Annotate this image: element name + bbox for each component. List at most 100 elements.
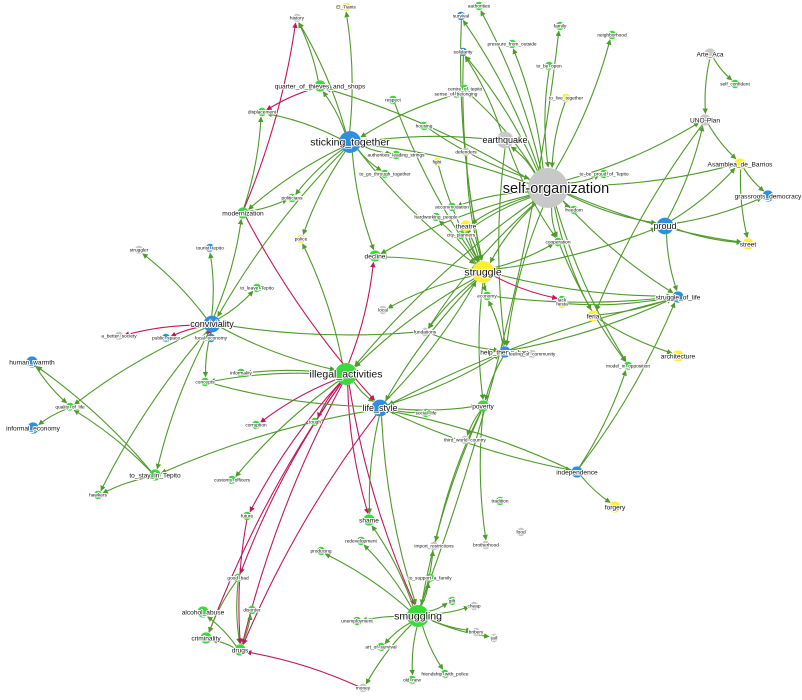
node-cooperation[interactable] [553, 237, 563, 247]
node-asamblea_de_barrios[interactable] [734, 158, 746, 170]
node-self_confident[interactable] [730, 79, 740, 89]
node-money[interactable] [358, 683, 368, 693]
node-architecture[interactable] [672, 350, 684, 362]
node-respect[interactable] [388, 95, 398, 105]
node-bribery[interactable] [471, 627, 481, 637]
node-history[interactable] [292, 13, 302, 23]
node-to_leave_tepito[interactable] [252, 283, 262, 293]
node-import_restrictions[interactable] [429, 541, 439, 551]
node-good_bad[interactable] [233, 573, 243, 583]
node-a_better_society[interactable] [114, 331, 124, 341]
node-tourist_tepito[interactable] [205, 243, 215, 253]
node-decline[interactable] [369, 250, 381, 262]
node-disorder[interactable] [247, 605, 257, 615]
node-hawkers[interactable] [93, 490, 103, 500]
node-unemployment[interactable] [352, 616, 362, 626]
node-freedom[interactable] [569, 205, 579, 215]
node-help_themselves[interactable] [499, 346, 511, 358]
node-politicians[interactable] [287, 193, 297, 203]
node-public_space[interactable] [161, 333, 171, 343]
node-centre_of_tepito[interactable] [460, 84, 470, 94]
node-solidarity[interactable] [458, 47, 468, 57]
node-city_planners[interactable] [456, 230, 466, 240]
node-conviviality[interactable] [203, 315, 221, 333]
node-struggler[interactable] [134, 245, 144, 255]
node-informality[interactable] [236, 368, 246, 378]
node-sense_of_belonging[interactable] [451, 89, 461, 99]
node-to_support_a_family[interactable] [425, 573, 435, 583]
node-producing[interactable] [316, 546, 326, 556]
node-social_life[interactable] [421, 408, 431, 418]
node-family[interactable] [555, 21, 565, 31]
node-friendship_with_police[interactable] [440, 669, 450, 679]
node-life_style[interactable] [371, 399, 389, 417]
node-housing[interactable] [419, 121, 429, 131]
node-arte_aca[interactable] [704, 48, 716, 60]
node-modernization[interactable] [237, 207, 249, 219]
node-old_new[interactable] [407, 675, 417, 685]
node-defenders[interactable] [461, 147, 471, 157]
node-illegal_activities[interactable] [335, 363, 357, 385]
node-economy[interactable] [482, 291, 492, 301]
node-tradition[interactable] [495, 496, 505, 506]
node-authorities[interactable] [474, 1, 484, 11]
node-earthquake[interactable] [496, 131, 514, 149]
node-to_go_through_together[interactable] [380, 169, 390, 179]
node-El_Tianis[interactable] [341, 2, 351, 12]
node-theatre[interactable] [460, 220, 472, 232]
node-to_live_together[interactable] [561, 93, 571, 103]
node-to_be_open[interactable] [544, 61, 554, 71]
node-gift[interactable] [447, 596, 457, 606]
node-authorities_leading_strings[interactable] [391, 150, 401, 160]
node-proud[interactable] [656, 217, 674, 235]
node-survival[interactable] [456, 11, 466, 21]
node-to_be_proud_of_tepito[interactable] [599, 169, 609, 179]
node-corruption[interactable] [251, 420, 261, 430]
node-lack[interactable] [557, 295, 567, 305]
node-future[interactable] [242, 511, 252, 521]
node-drugs[interactable] [234, 644, 246, 656]
node-tough[interactable] [310, 417, 320, 427]
node-food[interactable] [516, 527, 526, 537]
node-forgery[interactable] [609, 501, 621, 513]
node-street[interactable] [742, 238, 754, 250]
node-quality_of_life[interactable] [65, 402, 75, 412]
node-customs_officers[interactable] [227, 475, 237, 485]
node-smuggling[interactable] [407, 605, 429, 627]
node-concepts[interactable] [200, 377, 210, 387]
node-struggle_for_life[interactable] [672, 291, 684, 303]
node-to_stay_in_tepito[interactable] [149, 469, 161, 481]
node-local[interactable] [378, 305, 388, 315]
node-third_world_country[interactable] [460, 435, 470, 445]
node-model_in_opposition[interactable] [623, 361, 633, 371]
node-independence[interactable] [571, 466, 583, 478]
node-sticking_together[interactable] [339, 131, 361, 153]
node-fight[interactable] [432, 157, 442, 167]
node-poverty[interactable] [477, 400, 489, 412]
node-alcohol_abuse[interactable] [197, 606, 209, 618]
node-struggle[interactable] [472, 261, 494, 283]
node-informal_economy[interactable] [27, 422, 39, 434]
node-human_warmth[interactable] [26, 356, 38, 368]
node-fundations[interactable] [420, 327, 430, 337]
node-jail[interactable] [489, 633, 499, 643]
node-brotherhood[interactable] [481, 540, 491, 550]
node-accommodation[interactable] [447, 202, 457, 212]
node-cheap[interactable] [469, 601, 479, 611]
node-pressure_from_outside[interactable] [507, 39, 517, 49]
node-uno_plan[interactable] [699, 114, 711, 126]
node-feeling_of_community[interactable] [527, 349, 537, 359]
node-feria[interactable] [587, 310, 599, 322]
node-self_organization[interactable] [528, 168, 568, 208]
node-police[interactable] [296, 234, 306, 244]
node-displacement[interactable] [257, 107, 267, 117]
node-neighborhood[interactable] [607, 30, 617, 40]
node-shame[interactable] [363, 514, 375, 526]
node-quarter_of_thieves_and_shops[interactable] [314, 80, 326, 92]
node-hardworking_people[interactable] [431, 212, 441, 222]
node-criminality[interactable] [200, 632, 212, 644]
node-grassroots_democracy[interactable] [762, 190, 774, 202]
node-local_economy[interactable] [206, 333, 216, 343]
node-redevelopment[interactable] [356, 536, 366, 546]
node-art_of_survival[interactable] [376, 642, 386, 652]
